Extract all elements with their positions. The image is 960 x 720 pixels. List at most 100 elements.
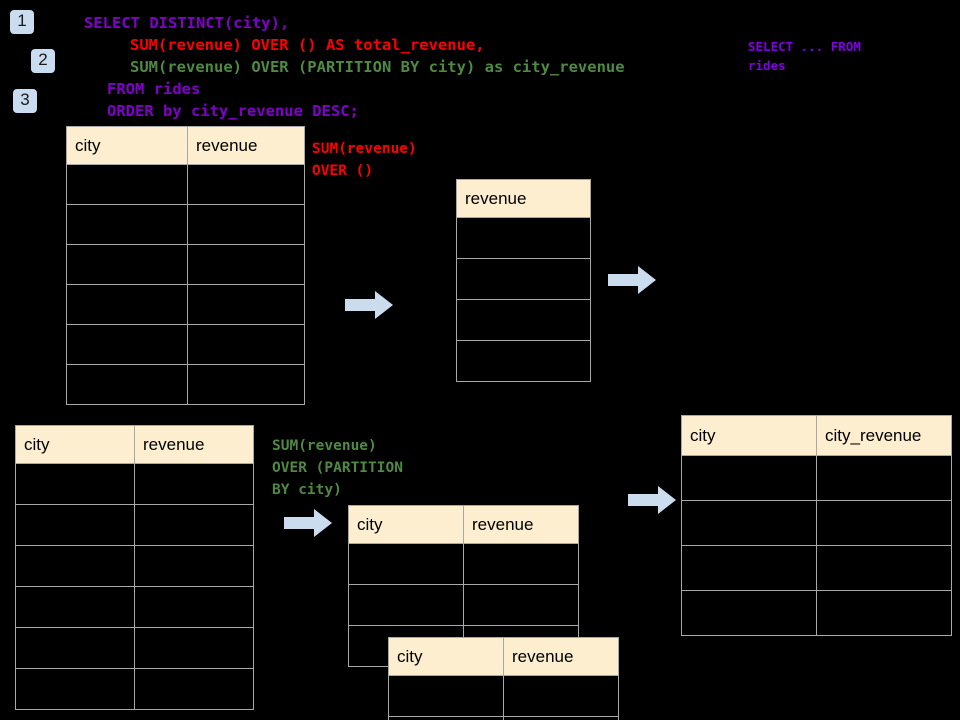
table-cell: [681, 545, 817, 591]
table-cell: [15, 504, 135, 546]
table-cell: [15, 668, 135, 710]
table-row: [348, 584, 579, 626]
table-cell: [66, 164, 188, 205]
table-cell: [134, 668, 254, 710]
table-row: [66, 364, 305, 405]
table-cell: [187, 324, 305, 365]
table-cell: [66, 244, 188, 285]
table-cell: [681, 500, 817, 546]
total-revenue-table: revenue: [456, 179, 591, 382]
table-cell: [187, 364, 305, 405]
table-cell: [15, 586, 135, 628]
table-cell: [388, 716, 504, 720]
table-row: [66, 204, 305, 245]
table-row: [15, 668, 254, 710]
table-cell: [15, 463, 135, 505]
column-header-revenue: revenue: [463, 505, 579, 544]
table-row: [388, 716, 619, 720]
column-header-city_revenue: city_revenue: [816, 415, 952, 456]
step-badge-2: 2: [31, 49, 55, 73]
table-row: [681, 500, 952, 546]
sum-over-partition-annotation: SUM(revenue) OVER (PARTITION BY city): [272, 438, 403, 498]
sql-line-4: FROM rides: [107, 80, 201, 98]
table-row: [456, 299, 591, 341]
table-cell: [187, 244, 305, 285]
table-row: [15, 545, 254, 587]
step-badge-3: 3: [13, 89, 37, 113]
column-header-city: city: [66, 126, 188, 165]
table-cell: [456, 340, 591, 382]
table-cell: [816, 500, 952, 546]
column-header-revenue: revenue: [134, 425, 254, 464]
table-cell: [463, 543, 579, 585]
column-header-city: city: [348, 505, 464, 544]
arrow-source-to-total-icon: [345, 291, 393, 319]
table-cell: [456, 217, 591, 259]
table-cell: [134, 545, 254, 587]
table-cell: [66, 284, 188, 325]
table-row: [15, 586, 254, 628]
table-cell: [66, 364, 188, 405]
table-cell: [187, 284, 305, 325]
table-cell: [816, 590, 952, 636]
table-cell: [816, 545, 952, 591]
table-cell: [348, 543, 464, 585]
table-row: [66, 324, 305, 365]
table-cell: [681, 590, 817, 636]
column-header-city: city: [681, 415, 817, 456]
sql-line-2: SUM(revenue) OVER () AS total_revenue,: [130, 36, 485, 54]
table-row: [66, 164, 305, 205]
table-row: [66, 244, 305, 285]
table-row: [348, 543, 579, 585]
table-cell: [66, 324, 188, 365]
table-cell: [134, 586, 254, 628]
table-cell: [187, 204, 305, 245]
sql-line-3: SUM(revenue) OVER (PARTITION BY city) as…: [130, 58, 625, 76]
arrow-partition-to-result-icon: [628, 486, 676, 514]
column-header-city: city: [15, 425, 135, 464]
sql-line-5: ORDER by city_revenue DESC;: [107, 102, 359, 120]
table-cell: [463, 584, 579, 626]
table-cell: [134, 463, 254, 505]
table-cell: [15, 545, 135, 587]
column-header-revenue: revenue: [456, 179, 591, 218]
table-cell: [134, 627, 254, 669]
table-row: [15, 463, 254, 505]
table-cell: [66, 204, 188, 245]
table-row: [456, 217, 591, 259]
table-cell: [348, 584, 464, 626]
select-from-rides-note: SELECT ... FROM rides: [748, 39, 861, 73]
table-row: [681, 545, 952, 591]
table-row: [388, 675, 619, 717]
arrow-source-to-partition-icon: [284, 509, 332, 537]
table-cell: [503, 675, 619, 717]
table-header-row: revenue: [456, 179, 591, 218]
table-cell: [15, 627, 135, 669]
table-row: [66, 284, 305, 325]
sql-line-1: SELECT DISTINCT(city),: [84, 14, 290, 32]
table-row: [15, 504, 254, 546]
table-cell: [388, 675, 504, 717]
table-cell: [187, 164, 305, 205]
table-row: [15, 627, 254, 669]
table-cell: [503, 716, 619, 720]
column-header-revenue: revenue: [503, 637, 619, 676]
sum-over-empty-annotation: SUM(revenue) OVER (): [312, 141, 417, 179]
table-cell: [681, 455, 817, 501]
column-header-revenue: revenue: [187, 126, 305, 165]
table-cell: [456, 299, 591, 341]
table-row: [681, 590, 952, 636]
table-row: [456, 340, 591, 382]
step-badge-1: 1: [10, 10, 34, 34]
table-cell: [816, 455, 952, 501]
table-row: [681, 455, 952, 501]
